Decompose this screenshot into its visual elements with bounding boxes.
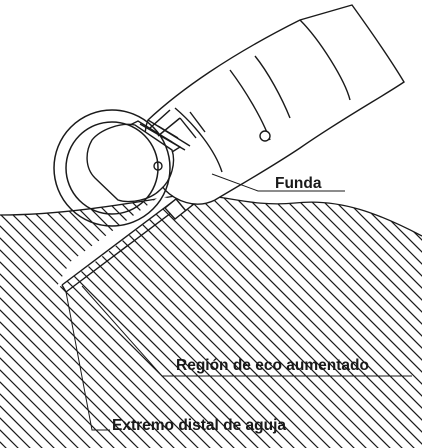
- hatch-line: [287, 194, 422, 448]
- hatch-line: [0, 194, 45, 448]
- hatch-line: [143, 194, 405, 448]
- hatch-line: [107, 194, 369, 448]
- echo-region-label: Región de eco aumentado: [176, 357, 369, 374]
- leader-needle-tip: [65, 291, 110, 431]
- hatch-line: [239, 194, 422, 448]
- hatch-line: [59, 194, 321, 448]
- hatch-line: [227, 194, 422, 448]
- hatch-line: [0, 194, 165, 448]
- hatch-line: [371, 194, 422, 448]
- probe-hand: [144, 4, 405, 205]
- needle-clearance: [55, 196, 175, 290]
- hatch-line: [0, 194, 81, 448]
- hatch-line: [0, 194, 237, 448]
- tissue-hatching: [0, 194, 422, 448]
- sheath-label: Funda: [275, 175, 322, 192]
- hatch-line: [23, 194, 285, 448]
- hatch-line: [95, 194, 357, 448]
- hatch-line: [0, 194, 69, 448]
- hatch-line: [203, 194, 422, 448]
- hatch-line: [0, 194, 117, 448]
- hatch-line: [0, 194, 57, 448]
- magnification-circle: [53, 109, 181, 227]
- hatch-line: [0, 194, 261, 448]
- hatch-line: [311, 194, 422, 448]
- hatch-line: [155, 194, 417, 448]
- hatch-line: [215, 194, 422, 448]
- leader-echo: [81, 285, 412, 377]
- hatch-line: [0, 194, 249, 448]
- hatch-line: [0, 194, 189, 448]
- hatch-line: [407, 194, 422, 448]
- hatch-line: [179, 194, 422, 448]
- hatch-line: [251, 194, 422, 448]
- hatch-line: [0, 194, 93, 448]
- tissue-surface: [0, 194, 422, 237]
- hatch-line: [191, 194, 422, 448]
- hatch-line: [0, 194, 225, 448]
- hatch-line: [299, 194, 422, 448]
- hatch-line: [0, 194, 153, 448]
- hatch-line: [0, 194, 177, 448]
- leader-lines: [65, 173, 412, 431]
- hatch-line: [323, 194, 422, 448]
- needle-tip-label: Extremo distal de aguja: [112, 417, 286, 434]
- hatch-line: [0, 194, 129, 448]
- hatch-line: [0, 194, 105, 448]
- hatch-line: [335, 194, 422, 448]
- hatch-line: [0, 194, 141, 448]
- hatch-line: [0, 194, 213, 448]
- hatch-line: [263, 194, 422, 448]
- hatch-line: [0, 194, 201, 448]
- hatch-line: [347, 194, 422, 448]
- hatch-line: [131, 194, 393, 448]
- leader-sheath: [211, 173, 345, 192]
- hatch-line: [359, 194, 422, 448]
- hatch-line: [35, 194, 297, 448]
- hatch-line: [47, 194, 309, 448]
- hatch-line: [167, 194, 422, 448]
- hatch-line: [11, 194, 273, 448]
- hatch-line: [275, 194, 422, 448]
- hatch-line: [119, 194, 381, 448]
